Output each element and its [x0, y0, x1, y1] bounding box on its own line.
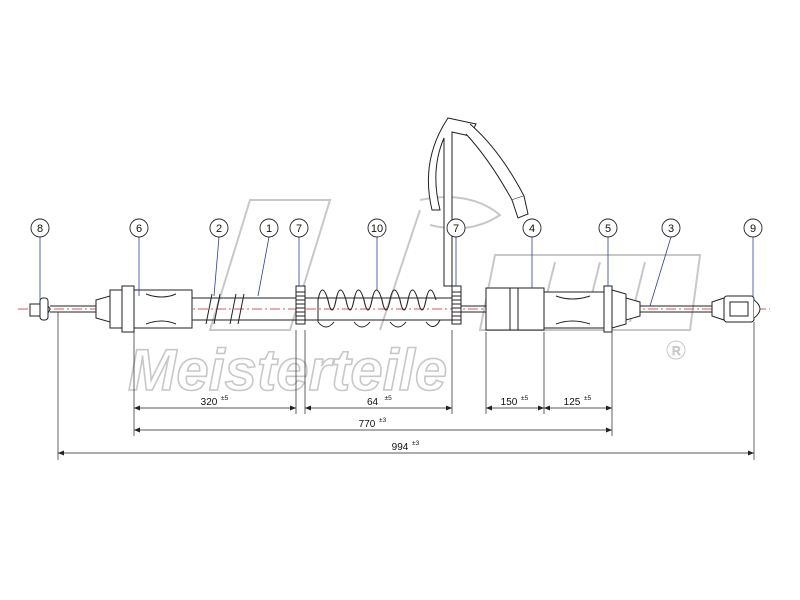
clip-right	[451, 285, 462, 325]
callout-number: 5	[605, 223, 611, 235]
dimension-320: 320±5	[134, 395, 296, 411]
dimension-770: 770±3	[134, 417, 612, 433]
watermark-text: Meisterteile	[128, 338, 447, 403]
dimension-value: 320	[201, 397, 218, 408]
sleeve	[485, 287, 545, 331]
callout-7: 7	[289, 218, 309, 286]
callout-circle	[743, 218, 763, 238]
grommet-left	[95, 285, 193, 333]
callout-circle	[598, 218, 618, 238]
registered-mark-icon	[666, 340, 686, 360]
callout-leader	[213, 236, 220, 297]
callout-circle	[446, 218, 466, 238]
callout-circle	[259, 218, 279, 238]
dimension-tolerance: ±5	[385, 395, 393, 402]
spring	[305, 289, 452, 328]
callout-leader	[257, 236, 270, 297]
callout-10: 10	[367, 218, 387, 290]
dimension-64: 64 ±5	[305, 395, 452, 411]
end-nipple-left	[29, 297, 51, 321]
clip-left	[295, 285, 306, 325]
dimension-value: 64	[367, 397, 379, 408]
callout-leader	[649, 236, 672, 307]
callout-number: 7	[453, 223, 459, 235]
callout-4: 4	[522, 218, 542, 288]
callout-number: 6	[136, 223, 142, 235]
dimension-value: 770	[359, 419, 376, 430]
callout-circle	[661, 218, 681, 238]
dimension-value: 150	[501, 397, 518, 408]
watermark: Meisterteile R	[127, 196, 702, 404]
callout-9: 9	[743, 218, 763, 296]
dimension-994: 994±3	[58, 440, 754, 456]
dimension-tolerance: ±5	[221, 395, 229, 402]
callout-circle	[522, 218, 542, 238]
callout-circle	[209, 218, 229, 238]
dimension-value: 125	[564, 397, 581, 408]
callout-number: 4	[529, 223, 535, 235]
callout-5: 5	[598, 218, 618, 286]
end-fitting-right	[711, 295, 761, 323]
callout-circle	[30, 218, 50, 238]
callout-3: 3	[649, 218, 681, 307]
bracket-hook	[427, 117, 529, 287]
callout-1: 1	[257, 218, 279, 297]
dimension-tolerance: ±3	[412, 440, 420, 447]
callout-circle	[289, 218, 309, 238]
callout-circle	[129, 218, 149, 238]
dimension-arrows	[486, 405, 544, 411]
outer-casing-left	[192, 293, 296, 325]
callout-7: 7	[446, 218, 466, 286]
callout-number: 7	[296, 223, 302, 235]
callout-number: 9	[750, 223, 756, 235]
callout-2: 2	[209, 218, 229, 297]
grommet-right	[543, 285, 641, 333]
dimension-tolerance: ±3	[379, 417, 387, 424]
dimension-value: 994	[392, 442, 409, 453]
callout-circle	[367, 218, 387, 238]
callout-6: 6	[129, 218, 149, 296]
dimension-150: 150±5	[486, 395, 544, 411]
dimension-125: 125±5	[544, 395, 612, 411]
callout-number: 1	[266, 223, 272, 235]
dimension-tolerance: ±5	[584, 395, 592, 402]
registered-mark: R	[672, 344, 681, 358]
callout-8: 8	[30, 218, 50, 300]
callout-number: 2	[216, 223, 222, 235]
callout-number: 3	[668, 223, 674, 235]
callouts: 8 6 2 1 7 10 7 4 5 3 9	[30, 218, 763, 307]
callout-number: 10	[371, 223, 383, 235]
callout-number: 8	[37, 223, 43, 235]
dimension-tolerance: ±5	[521, 395, 529, 402]
